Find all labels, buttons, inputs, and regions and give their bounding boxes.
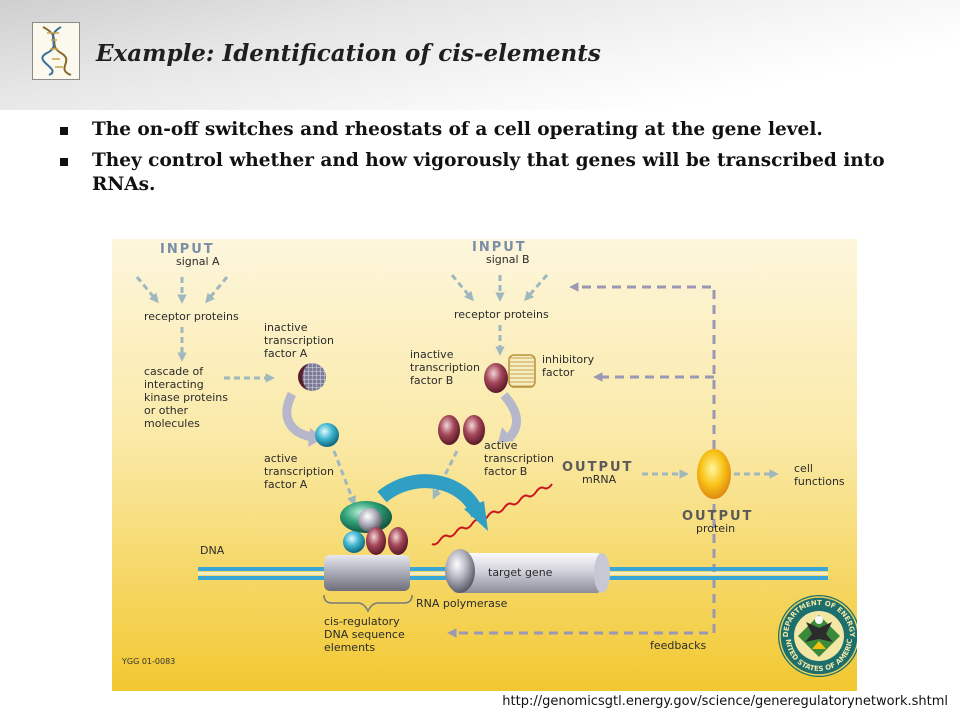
cis-regulatory-brace [323, 594, 413, 613]
svg-text:active: active [264, 452, 298, 465]
active-factor-a-label: active transcription factor A [264, 452, 334, 491]
svg-text:factor: factor [542, 366, 575, 379]
svg-text:transcription: transcription [264, 334, 334, 347]
svg-text:inactive: inactive [264, 321, 308, 334]
svg-text:transcription: transcription [484, 452, 554, 465]
cis-regulatory-label: cis-regulatory DNA sequence elements [324, 615, 405, 654]
svg-text:inhibitory: inhibitory [542, 353, 595, 366]
bullet-item: The on-off switches and rheostats of a c… [58, 118, 908, 142]
svg-text:cis-regulatory: cis-regulatory [324, 615, 400, 628]
dna-logo [32, 22, 80, 80]
input-b-title: INPUT [472, 240, 527, 255]
feedbacks-label: feedbacks [650, 639, 707, 652]
inhibitory-factor-shape [508, 354, 536, 388]
square-bullet-icon [60, 127, 68, 135]
bullet-text: The on-off switches and rheostats of a c… [92, 119, 823, 140]
slide-title: Example: Identification of cis-elements [96, 40, 601, 67]
output-mrna-title: OUTPUT [562, 460, 633, 475]
rna-polymerase-label: RNA polymerase [416, 597, 508, 610]
inactive-factor-b-protein [484, 354, 536, 393]
dna-label: DNA [200, 544, 225, 557]
svg-text:kinase proteins: kinase proteins [144, 391, 228, 404]
figure-code: YGG 01-0083 [121, 657, 175, 666]
cis-regulatory-region [324, 555, 410, 591]
mrna-strand [431, 483, 553, 546]
input-a-title: INPUT [160, 242, 215, 257]
svg-text:factor B: factor B [410, 374, 453, 387]
svg-text:interacting: interacting [144, 378, 204, 391]
svg-text:or other: or other [144, 404, 189, 417]
source-url[interactable]: http://genomicsgtl.energy.gov/science/ge… [502, 694, 948, 709]
svg-text:factor B: factor B [484, 465, 527, 478]
output-mrna-label: mRNA [582, 473, 617, 486]
output-protein-shape [697, 449, 731, 499]
active-factor-a-protein [315, 423, 339, 447]
svg-text:factor A: factor A [264, 478, 308, 491]
bullet-item: They control whether and how vigorously … [58, 149, 908, 197]
square-bullet-icon [60, 158, 68, 166]
gene-regulation-diagram: INPUT signal A receptor proteins cascade… [112, 239, 857, 691]
svg-text:transcription: transcription [410, 361, 480, 374]
output-protein-title: OUTPUT [682, 509, 753, 524]
input-b-signal: signal B [486, 253, 530, 266]
svg-text:cell: cell [794, 462, 813, 475]
rna-polymerase-shape [445, 549, 475, 593]
feedback-arrows [447, 282, 716, 638]
svg-text:active: active [484, 439, 518, 452]
signal-b-arrows [450, 274, 549, 302]
svg-text:cascade of: cascade of [144, 365, 204, 378]
bullet-list: The on-off switches and rheostats of a c… [58, 118, 908, 204]
svg-text:elements: elements [324, 641, 375, 654]
inhibitory-factor-label: inhibitory factor [542, 353, 595, 379]
active-factor-b-protein [438, 415, 485, 445]
inactive-factor-a-protein [298, 363, 326, 391]
header-band [0, 0, 960, 110]
diagram-background [112, 239, 857, 691]
receptor-proteins-b-label: receptor proteins [454, 308, 549, 321]
activation-arrow-a [282, 391, 314, 442]
svg-text:factor A: factor A [264, 347, 308, 360]
svg-text:molecules: molecules [144, 417, 200, 430]
receptor-proteins-a-label: receptor proteins [144, 310, 239, 323]
active-factor-b-label: active transcription factor B [484, 439, 554, 478]
activation-arrow-b [500, 392, 522, 440]
cell-functions-label: cell functions [794, 462, 845, 488]
target-gene-region [452, 553, 602, 593]
svg-text:inactive: inactive [410, 348, 454, 361]
output-protein-label: protein [696, 522, 735, 535]
target-gene-label: target gene [488, 566, 553, 579]
bullet-text: They control whether and how vigorously … [92, 150, 885, 195]
inactive-factor-b-label: inactive transcription factor B [410, 348, 480, 387]
cascade-label: cascade of interacting kinase proteins o… [144, 365, 228, 430]
transcription-complex [340, 474, 488, 555]
signal-a-arrows [135, 276, 229, 304]
dna-helix-icon [41, 26, 72, 76]
svg-text:functions: functions [794, 475, 845, 488]
svg-text:DNA sequence: DNA sequence [324, 628, 405, 641]
inactive-factor-a-label: inactive transcription factor A [264, 321, 334, 360]
input-a-signal: signal A [176, 255, 220, 268]
svg-text:transcription: transcription [264, 465, 334, 478]
